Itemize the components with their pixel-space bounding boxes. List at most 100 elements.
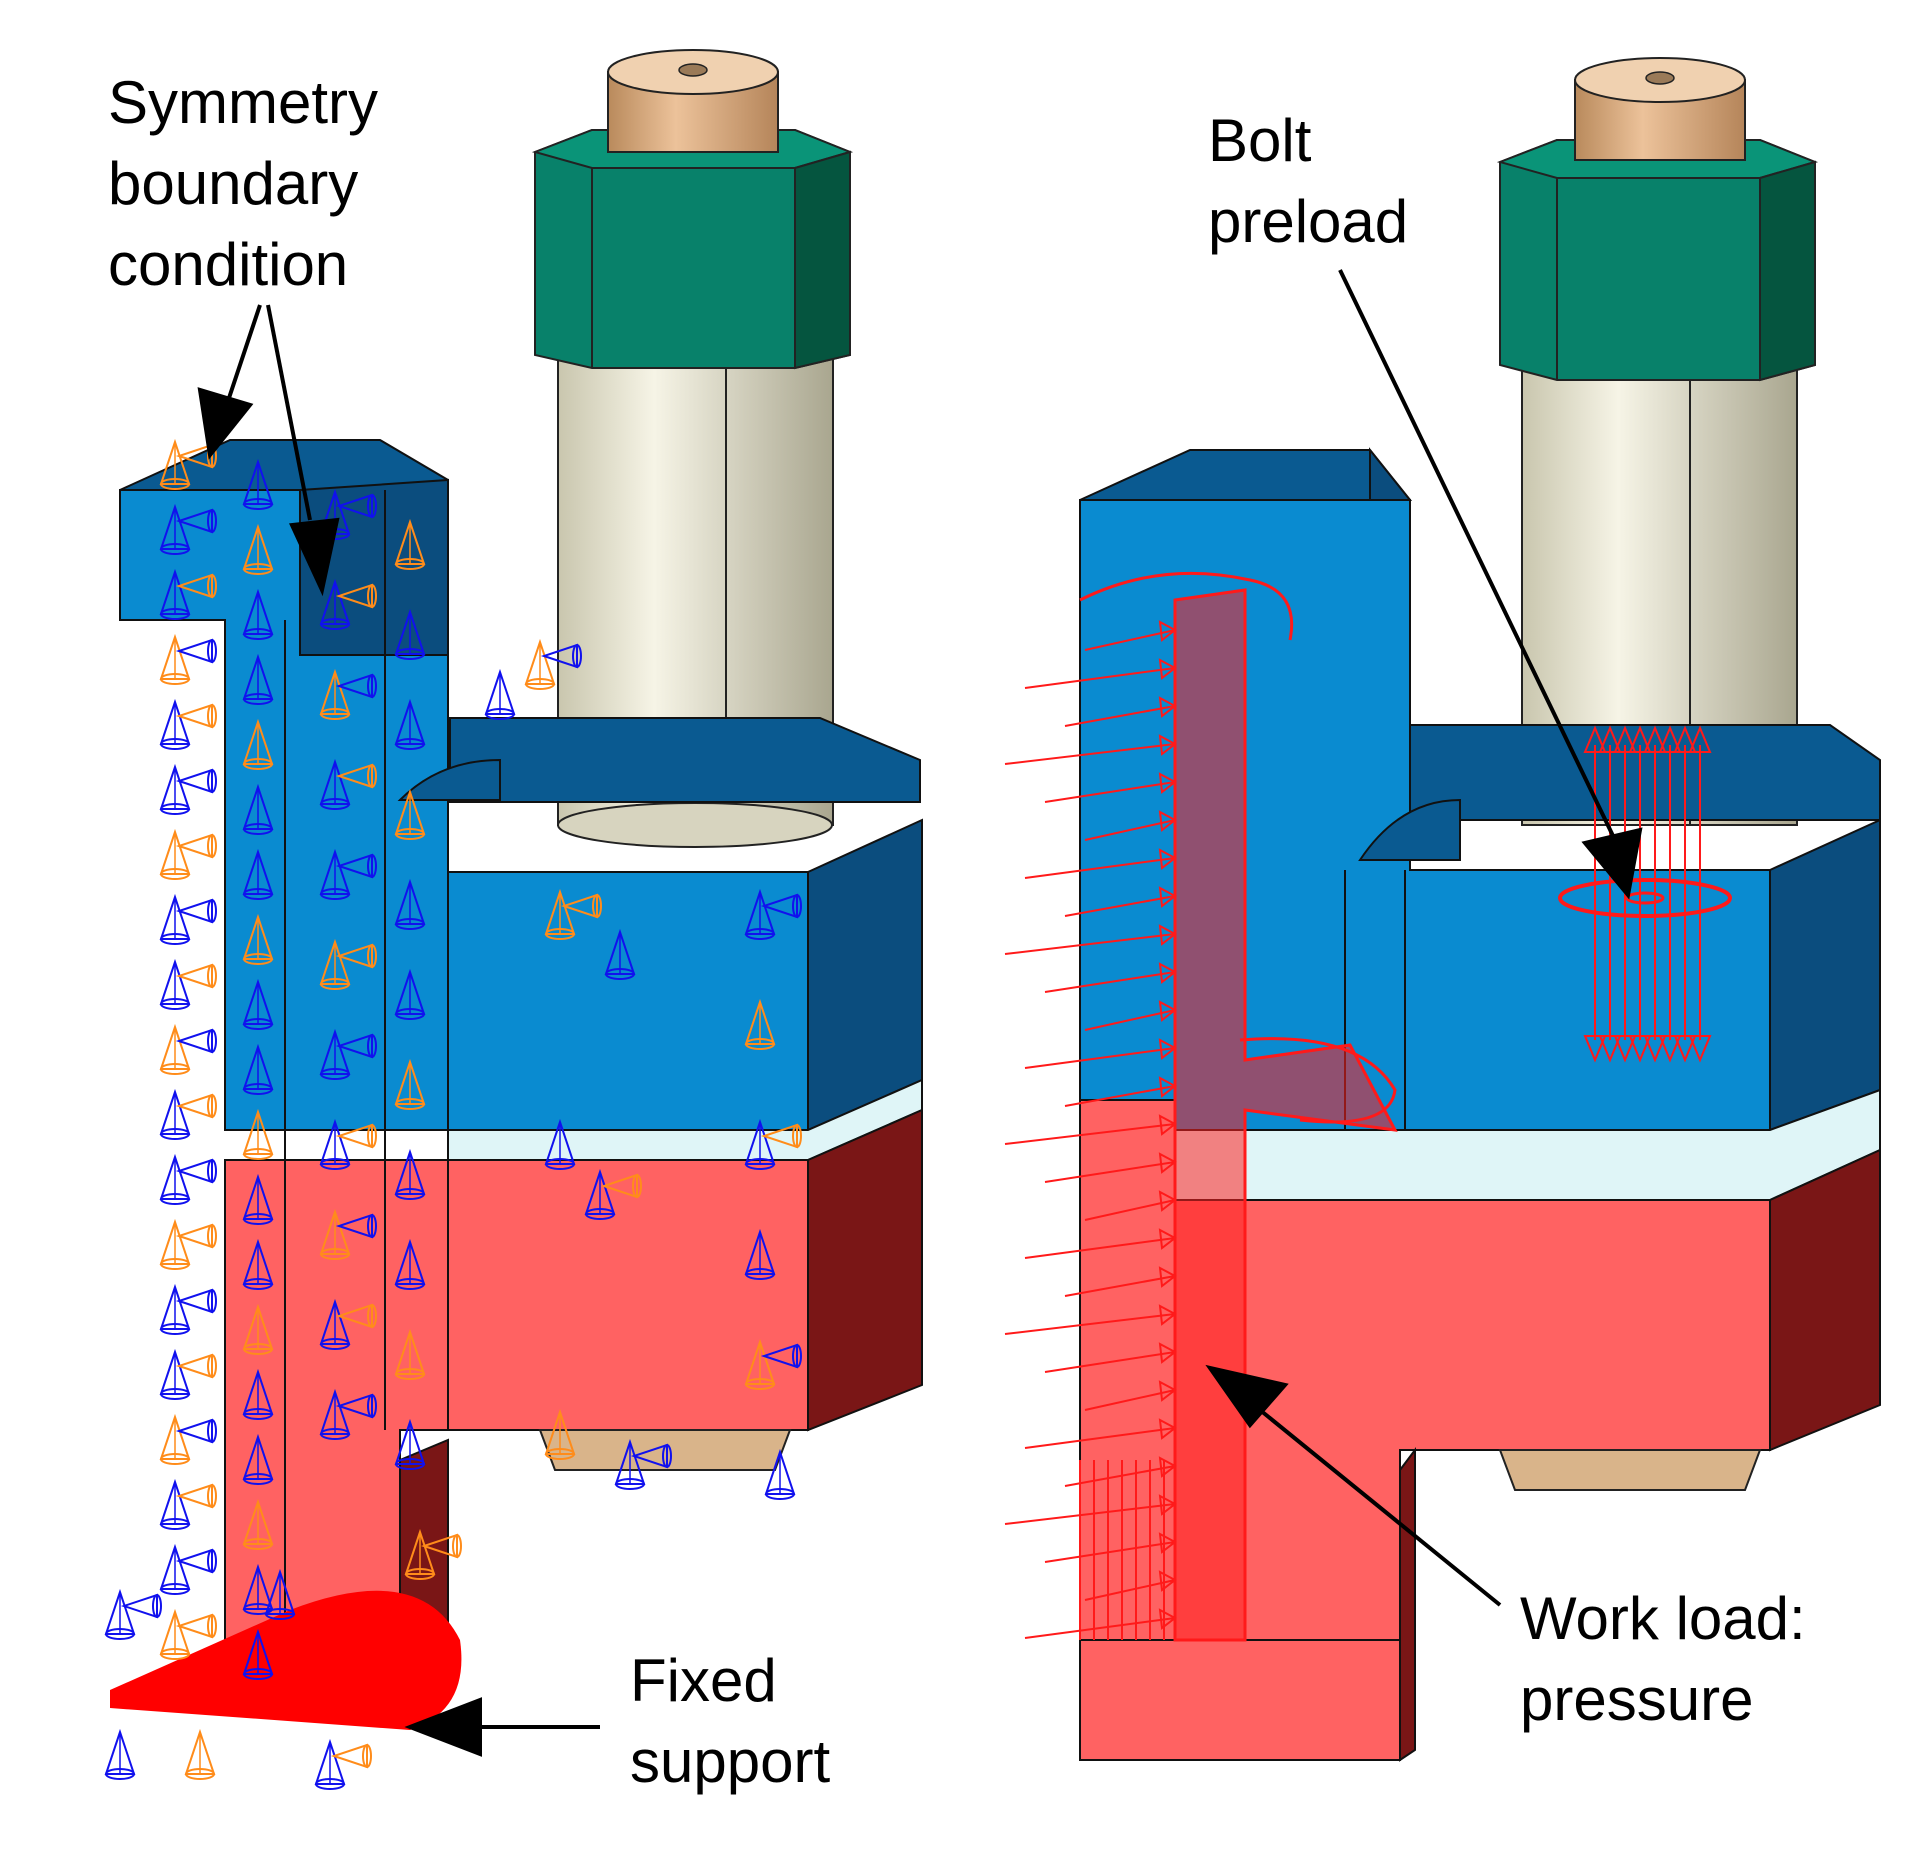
cone-arrow-icon	[242, 1303, 274, 1355]
cone-arrow-icon	[335, 1213, 377, 1239]
arrow-icon	[1613, 1035, 1637, 1063]
cone-arrow-icon	[630, 1443, 672, 1469]
arrow-icon	[1688, 725, 1712, 753]
cone-arrow-icon	[242, 913, 274, 965]
cone-arrow-icon	[120, 1593, 162, 1619]
fixed-support-callout: Fixed support	[630, 1640, 830, 1802]
cone-arrow-icon	[394, 788, 426, 840]
arrow-icon	[1084, 1199, 1176, 1221]
arrow-icon	[1004, 933, 1176, 955]
cone-arrow-icon	[159, 568, 191, 620]
arrow-icon	[1158, 1190, 1177, 1212]
cone-arrow-icon	[159, 1153, 191, 1205]
cone-arrow-icon	[484, 668, 516, 720]
arrow-icon	[1004, 743, 1176, 765]
cone-arrow-icon	[335, 1303, 377, 1329]
cone-arrow-icon	[159, 438, 191, 490]
arrow-icon	[1598, 725, 1622, 753]
cone-arrow-icon	[175, 833, 217, 859]
cone-arrow-icon	[764, 1448, 796, 1500]
arrow-icon	[1064, 1085, 1176, 1107]
cone-arrow-icon	[394, 1418, 426, 1470]
arrow-icon	[1158, 620, 1177, 642]
callout-arrows	[197, 269, 1643, 1757]
arrow-icon	[1158, 1532, 1177, 1554]
cone-arrow-icon	[175, 638, 217, 664]
arrow-icon	[1628, 1035, 1652, 1063]
cone-arrow-icon	[175, 703, 217, 729]
arrow-icon	[1084, 629, 1176, 651]
cone-arrow-icon	[175, 1353, 217, 1379]
cone-arrow-icon	[604, 928, 636, 980]
arrow-icon	[1158, 1228, 1177, 1250]
cone-arrow-icon	[335, 493, 377, 519]
arrow-icon	[1044, 1161, 1176, 1183]
cone-arrow-icon	[394, 878, 426, 930]
cone-arrow-icon	[159, 1348, 191, 1400]
cone-arrow-icon	[159, 893, 191, 945]
arrow-icon	[1004, 1503, 1176, 1525]
pressure-markers	[1004, 571, 1397, 1640]
cone-arrow-icon	[394, 1058, 426, 1110]
cone-arrow-icon	[159, 1608, 191, 1660]
cone-arrow-icon	[175, 1548, 217, 1574]
cone-arrow-icon	[242, 1238, 274, 1290]
symmetry-callout: Symmetry boundary condition	[108, 62, 378, 305]
cone-arrow-icon	[420, 1533, 462, 1559]
arrow-icon	[1158, 1152, 1177, 1174]
cone-arrow-icon	[330, 1743, 372, 1769]
cone-arrow-icon	[104, 1588, 136, 1640]
cone-arrow-icon	[242, 523, 274, 575]
cone-arrow-icon	[159, 503, 191, 555]
cone-arrow-icon	[242, 458, 274, 510]
cone-arrow-icon	[394, 1238, 426, 1290]
cone-arrow-icon	[242, 783, 274, 835]
cone-arrow-icon	[394, 968, 426, 1020]
cone-arrow-icon	[159, 958, 191, 1010]
cone-arrow-icon	[175, 1028, 217, 1054]
arrow-icon	[1688, 1035, 1712, 1063]
arrow-icon	[1004, 1123, 1176, 1145]
cone-arrow-icon	[242, 718, 274, 770]
symmetry-callout-line-1: Symmetry	[108, 69, 378, 136]
cone-arrow-icon	[159, 1218, 191, 1270]
cone-arrow-icon	[159, 1023, 191, 1075]
cone-arrow-icon	[175, 573, 217, 599]
cone-arrow-icon	[175, 1288, 217, 1314]
arrow-icon	[1158, 1076, 1177, 1098]
right-nut	[1496, 139, 1819, 382]
cone-arrow-icon	[335, 673, 377, 699]
cone-arrow-icon	[175, 1223, 217, 1249]
cone-arrow-icon	[394, 608, 426, 660]
cone-arrow-icon	[544, 888, 576, 940]
cone-arrow-icon	[242, 1498, 274, 1550]
arrow-icon	[1158, 1570, 1177, 1592]
cone-arrow-icon	[560, 893, 602, 919]
cone-arrow-icon	[319, 848, 351, 900]
cone-arrow-icon	[159, 1413, 191, 1465]
left-model	[104, 49, 923, 1790]
cone-arrow-icon	[242, 653, 274, 705]
cone-arrow-icon	[744, 1228, 776, 1280]
arrow-icon	[1064, 895, 1176, 917]
cone-arrow-icon	[159, 1478, 191, 1530]
arrow-icon	[1673, 1035, 1697, 1063]
arrow-icon	[1158, 1114, 1177, 1136]
fixed-support-callout-line-1: Fixed	[630, 1647, 777, 1714]
arrow-icon	[1084, 1389, 1176, 1411]
cone-arrow-icon	[404, 1528, 436, 1580]
arrow-icon	[1064, 1275, 1176, 1297]
arrow-icon	[1583, 1035, 1607, 1063]
arrow-icon	[1158, 1000, 1177, 1022]
cone-arrow-icon	[744, 998, 776, 1050]
cone-arrow-icon	[264, 1568, 296, 1620]
arrow-icon	[1024, 667, 1176, 689]
work-load-callout: Work load: pressure	[1520, 1578, 1806, 1740]
cone-arrow-icon	[760, 1343, 802, 1369]
arrow-icon	[1044, 1541, 1176, 1563]
arrow-icon	[1583, 725, 1607, 753]
arrow-icon	[1158, 962, 1177, 984]
arrow-icon	[1158, 1342, 1177, 1364]
cone-arrow-icon	[319, 938, 351, 990]
symmetry-callout-line-3: condition	[108, 231, 349, 298]
